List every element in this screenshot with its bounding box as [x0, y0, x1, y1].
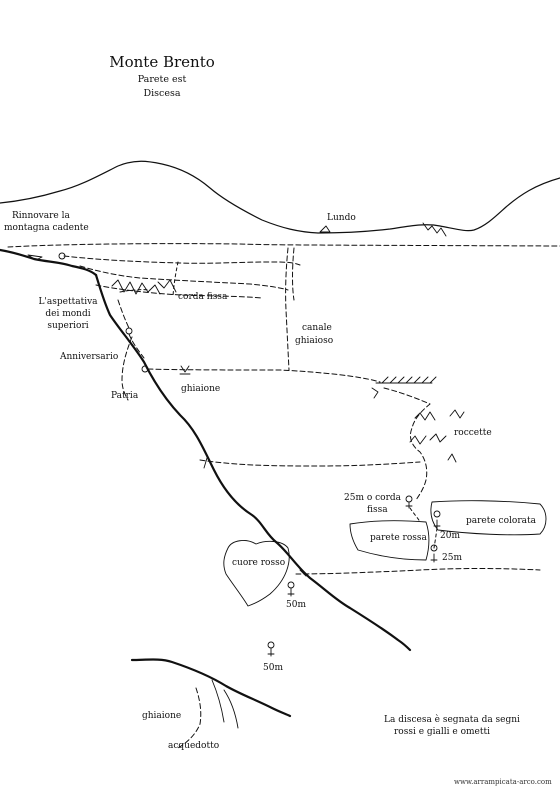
- rappel-25m-marker: [405, 495, 413, 509]
- label-acquedotto: acquedotto: [168, 741, 219, 751]
- label-canale-1: canale: [302, 323, 332, 333]
- label-rinnovare-1: Rinnovare la: [12, 211, 70, 221]
- route-anniversario-patria: [128, 333, 145, 359]
- label-parete-colorata: parete colorata: [466, 516, 537, 526]
- hatch-drop: [371, 387, 379, 399]
- title: Monte Brento: [109, 53, 215, 71]
- label-patria: Patria: [111, 391, 139, 401]
- label-aspettativa-1: L'aspettativa: [38, 297, 98, 307]
- rappel-chain: [433, 527, 438, 549]
- traverse-rock-band: [79, 265, 289, 291]
- ghiaione-marker: [179, 365, 191, 375]
- canale-right: [292, 247, 295, 301]
- website-credit[interactable]: www.arrampicata-arco.com: [454, 778, 552, 786]
- label-anniversario: Anniversario: [59, 352, 118, 362]
- route-roccette: [383, 387, 431, 501]
- traverse-upper-top: [7, 243, 560, 248]
- rock-band-1: [111, 279, 161, 295]
- hatch-step: [375, 376, 437, 384]
- rappel-50m-upper-marker: [287, 581, 295, 597]
- note-line-1: La discesa è segnata da segni: [384, 714, 520, 725]
- ridge-notch: [422, 222, 447, 237]
- label-roccette: roccette: [454, 428, 492, 438]
- pin-marker: [27, 254, 43, 261]
- parete-colorata-shape: [430, 500, 547, 536]
- rappel-20m-marker: [433, 510, 441, 529]
- label-aspettativa-3: superiori: [47, 321, 88, 331]
- roccette-c: [409, 435, 427, 445]
- route-aspettativa-anniversario: [117, 299, 130, 329]
- traverse-cuore-rosso: [295, 568, 541, 575]
- label-rinnovare-2: montagna cadente: [4, 223, 89, 233]
- parete-rossa-shape: [349, 520, 430, 561]
- label-50m-a: 50m: [286, 600, 306, 610]
- cliff-tick-2: [299, 569, 307, 577]
- label-50m-b: 50m: [263, 663, 283, 673]
- rappel-25m-lower-marker: [430, 544, 438, 563]
- label-aspettativa-2: dei mondi: [45, 309, 90, 319]
- rappel-50m-lower-marker: [267, 641, 275, 657]
- label-parete-rossa: parete rossa: [370, 533, 428, 543]
- note-line-2: rossi e gialli e ometti: [394, 727, 490, 737]
- lower-cliff-inner-2: [223, 689, 239, 729]
- ridge-line: [0, 160, 560, 234]
- label-corda-fissa: corda fissa: [178, 292, 228, 302]
- label-25m: 25m: [442, 553, 462, 563]
- main-cliff-line: [94, 273, 412, 652]
- subtitle-descent: Discesa: [143, 88, 180, 99]
- upper-cliff-band: [0, 248, 98, 277]
- subtitle-face: Parete est: [138, 74, 187, 85]
- traverse-lower-band: [95, 284, 263, 299]
- roccette-a: [414, 411, 436, 421]
- corda-fissa-line: [119, 289, 151, 293]
- label-cuore-rosso: cuore rosso: [232, 558, 285, 568]
- label-corda-25-2: fissa: [367, 505, 388, 515]
- label-corda-25-1: 25m o corda: [344, 493, 402, 503]
- lundo-marker: [319, 225, 331, 233]
- label-ghiaione-upper: ghiaione: [181, 384, 220, 394]
- label-lundo: Lundo: [327, 213, 356, 223]
- lower-cliff-inner-1: [211, 679, 225, 723]
- traverse-upper-mid: [63, 255, 301, 266]
- rappel-25m-line: [409, 507, 421, 523]
- roccette-d: [429, 433, 447, 443]
- label-ghiaione-lower: ghiaione: [142, 711, 181, 721]
- anchor-anniversario: [125, 327, 133, 335]
- route-acquedotto: [177, 687, 202, 749]
- roccette-e: [447, 453, 457, 463]
- rock-band-2: [157, 279, 177, 293]
- lower-cliff-band: [130, 658, 292, 718]
- cliff-tick-1: [203, 457, 208, 469]
- route-lower-traverse: [199, 459, 421, 467]
- cuore-rosso-shape: [223, 540, 290, 607]
- route-patria-branch: [121, 336, 133, 401]
- roccette-b: [449, 409, 465, 419]
- corda-fissa-vertical: [172, 261, 179, 297]
- label-canale-2: ghiaioso: [295, 336, 333, 346]
- traverse-ghiaione: [147, 368, 381, 383]
- canale-left: [285, 247, 290, 371]
- label-20m: 20m: [440, 531, 460, 541]
